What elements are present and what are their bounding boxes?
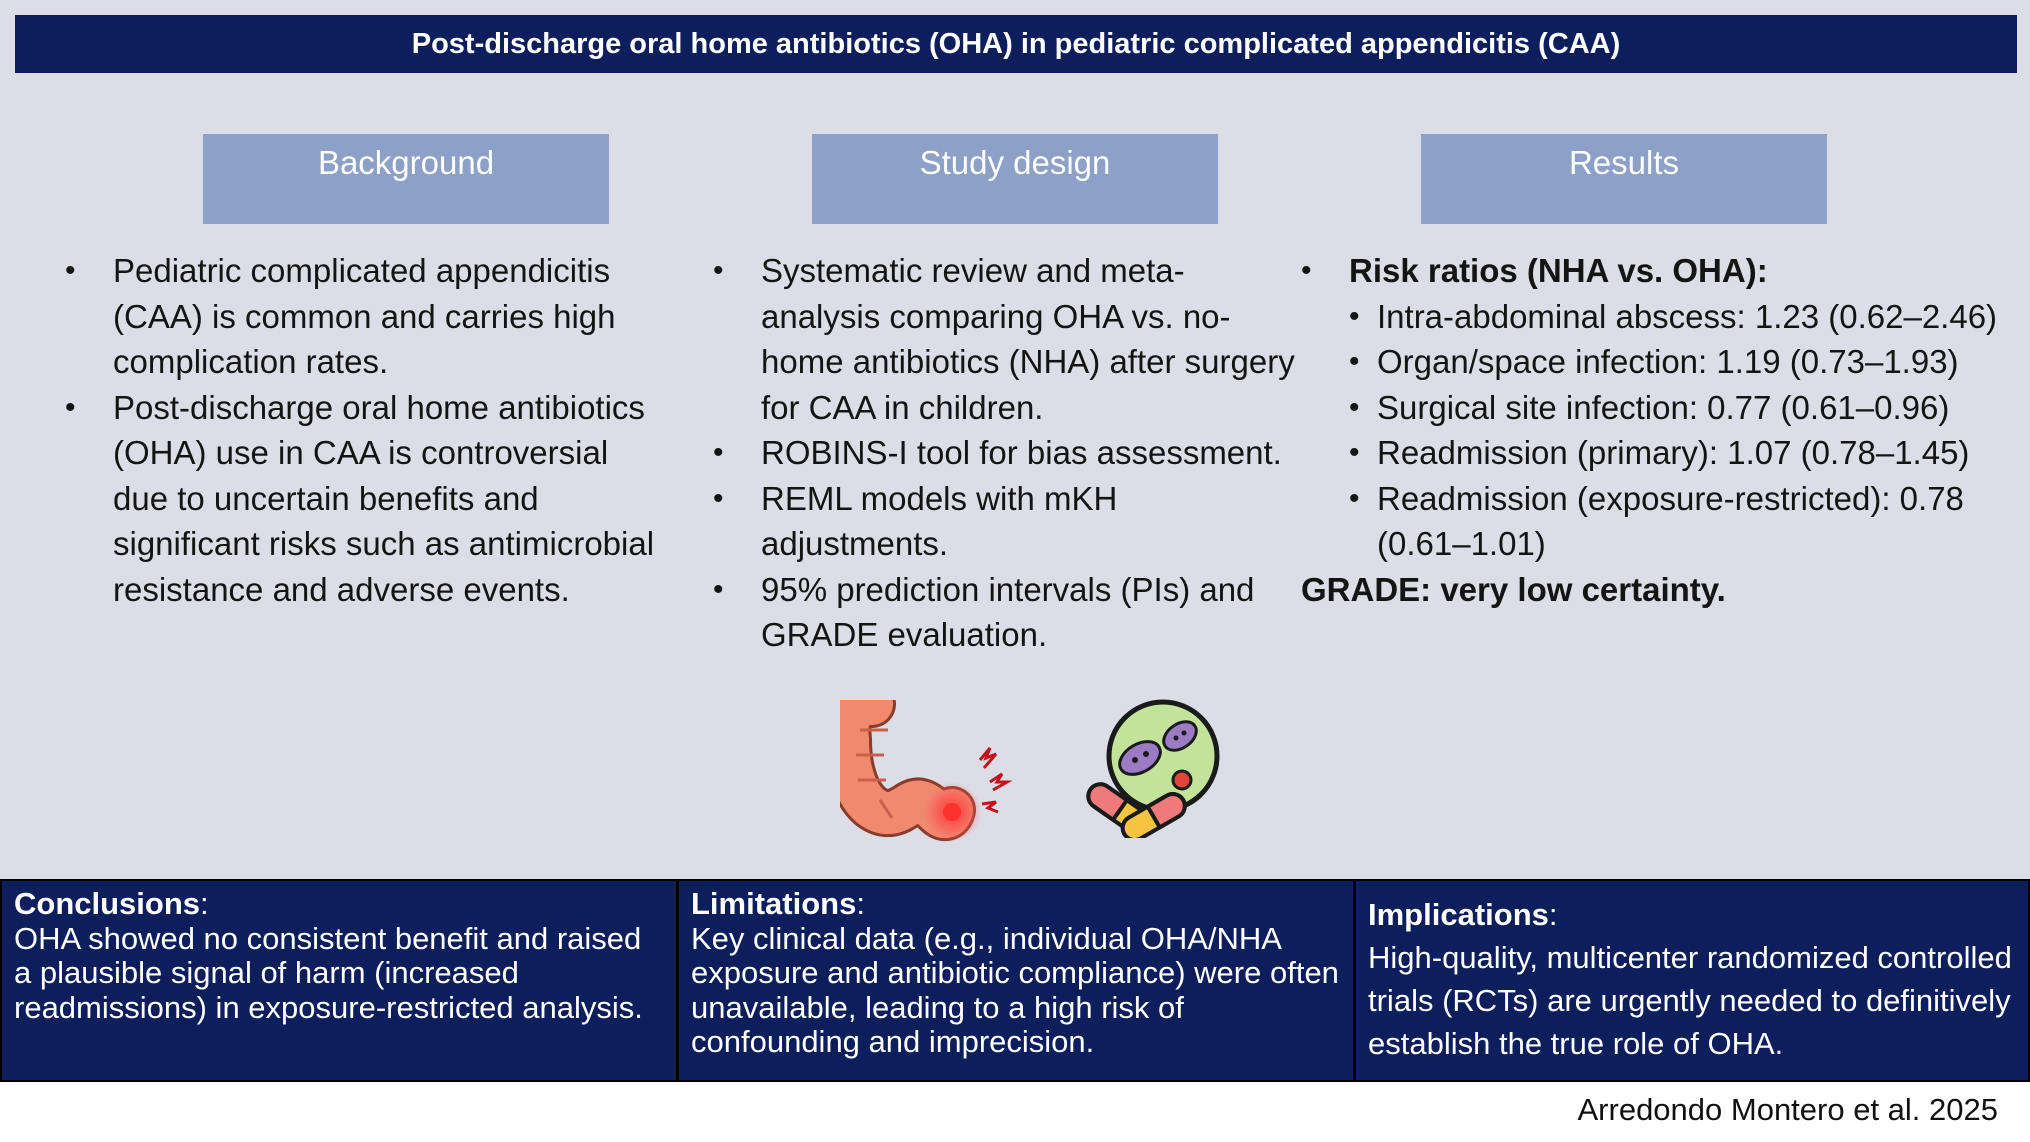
result-item: Intra-abdominal abscess: 1.23 (0.62–2.46… bbox=[1301, 294, 2006, 340]
title-bar: Post-discharge oral home antibiotics (OH… bbox=[15, 15, 2017, 73]
citation: Arredondo Montero et al. 2025 bbox=[1577, 1092, 1999, 1127]
main-panel: Post-discharge oral home antibiotics (OH… bbox=[0, 0, 2030, 879]
result-item: Organ/space infection: 1.19 (0.73–1.93) bbox=[1301, 339, 2006, 385]
implications-text: High-quality, multicenter randomized con… bbox=[1368, 940, 2012, 1061]
result-item: Readmission (exposure-restricted): 0.78 … bbox=[1301, 476, 2006, 567]
study-design-bullet: 95% prediction intervals (PIs) and GRADE… bbox=[713, 567, 1303, 658]
study-design-bullet: REML models with mKH adjustments. bbox=[713, 476, 1303, 567]
limitations-box: Limitations: Key clinical data (e.g., in… bbox=[677, 879, 1355, 1082]
conclusions-text: OHA showed no consistent benefit and rai… bbox=[14, 920, 643, 1025]
background-header: Background bbox=[203, 134, 609, 224]
inflamed-appendix-icon bbox=[840, 700, 1013, 842]
result-item: Readmission (primary): 1.07 (0.78–1.45) bbox=[1301, 430, 2006, 476]
study-design-bullet: Systematic review and meta-analysis comp… bbox=[713, 248, 1303, 430]
results-column: Risk ratios (NHA vs. OHA): Intra-abdomin… bbox=[1301, 248, 2006, 612]
page-title: Post-discharge oral home antibiotics (OH… bbox=[411, 27, 1621, 60]
background-bullet: Pediatric complicated appendicitis (CAA)… bbox=[65, 248, 665, 385]
conclusions-box: Conclusions: OHA showed no consistent be… bbox=[0, 879, 678, 1082]
implications-box: Implications: High-quality, multicenter … bbox=[1354, 879, 2030, 1082]
limitations-label: Limitations bbox=[691, 886, 857, 921]
background-label: Background bbox=[317, 144, 495, 181]
results-header: Results bbox=[1421, 134, 1827, 224]
results-label: Results bbox=[1568, 144, 1680, 181]
study-design-column: Systematic review and meta-analysis comp… bbox=[713, 248, 1303, 658]
implications-label: Implications bbox=[1368, 897, 1549, 932]
study-design-label: Study design bbox=[919, 144, 1111, 181]
study-design-list: Systematic review and meta-analysis comp… bbox=[713, 248, 1303, 658]
results-heading: Risk ratios (NHA vs. OHA): bbox=[1301, 248, 2006, 294]
grade-statement: GRADE: very low certainty. bbox=[1301, 570, 1726, 608]
result-item: Surgical site infection: 0.77 (0.61–0.96… bbox=[1301, 385, 2006, 431]
background-bullet: Post-discharge oral home antibiotics (OH… bbox=[65, 385, 665, 613]
conclusions-label: Conclusions bbox=[14, 886, 201, 921]
study-design-bullet: ROBINS-I tool for bias assessment. bbox=[713, 430, 1303, 476]
study-design-header: Study design bbox=[812, 134, 1218, 224]
background-list: Pediatric complicated appendicitis (CAA)… bbox=[65, 248, 665, 612]
limitations-text: Key clinical data (e.g., individual OHA/… bbox=[691, 920, 1339, 1059]
bacteria-pills-icon bbox=[1086, 699, 1220, 838]
background-column: Pediatric complicated appendicitis (CAA)… bbox=[65, 248, 665, 612]
